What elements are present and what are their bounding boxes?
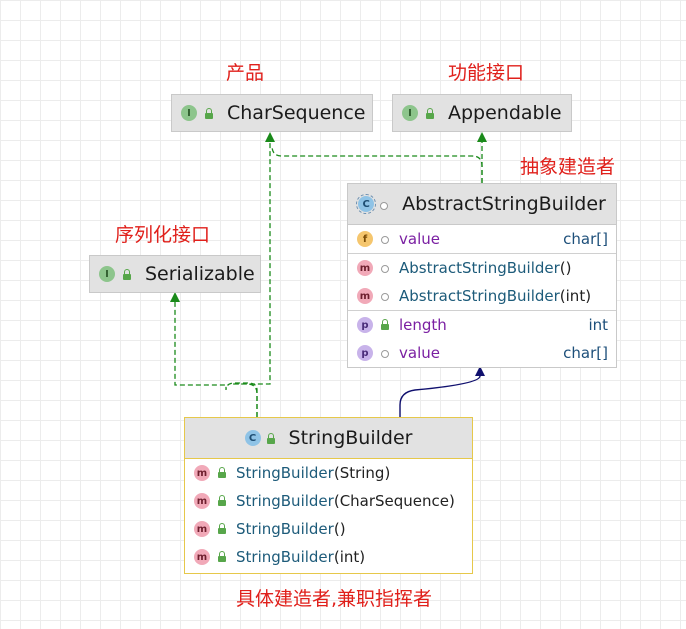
constructor-row[interactable]: m StringBuilder(int)	[185, 543, 472, 571]
class-name: StringBuilder	[288, 427, 413, 449]
public-lock-icon	[381, 316, 389, 334]
method-badge-icon: m	[194, 493, 210, 509]
public-lock-icon	[218, 520, 226, 538]
method-params-open: (	[333, 492, 340, 510]
interface-charsequence[interactable]: I CharSequence	[171, 94, 373, 132]
property-name: value	[399, 344, 440, 362]
method-params-close: )	[339, 520, 346, 538]
method-params: int	[565, 287, 586, 305]
property-row[interactable]: p length int	[348, 311, 616, 339]
constructors-section: m StringBuilder(String) m StringBuilder(…	[185, 459, 472, 573]
constructor-row[interactable]: m StringBuilder(String)	[185, 459, 472, 487]
interface-badge-icon: I	[181, 105, 197, 121]
field-name: value	[399, 230, 440, 248]
method-params-close: )	[359, 548, 366, 566]
interface-name: Serializable	[145, 263, 255, 285]
methods-section: m AbstractStringBuilder() m AbstractStri…	[348, 254, 616, 311]
method-badge-icon: m	[194, 465, 210, 481]
stringbuilder-implements-serializable-line	[174, 302, 258, 417]
property-type: int	[588, 316, 608, 334]
package-private-dot-icon	[381, 344, 389, 362]
method-params-close: )	[449, 492, 455, 510]
interface-badge-icon: I	[402, 105, 418, 121]
charsequence-arrowhead	[265, 132, 275, 142]
method-badge-icon: m	[194, 521, 210, 537]
method-params-close: )	[565, 259, 572, 277]
annotation-functional-interface: 功能接口	[448, 62, 525, 84]
class-header: C AbstractStringBuilder	[348, 184, 616, 225]
interface-name: CharSequence	[227, 102, 366, 124]
public-lock-icon	[123, 265, 131, 284]
method-name: StringBuilder	[236, 520, 334, 538]
method-params-close: )	[585, 287, 592, 305]
property-badge-icon: p	[357, 317, 373, 333]
package-private-dot-icon	[381, 230, 389, 248]
public-lock-icon	[426, 104, 434, 123]
method-row[interactable]: m AbstractStringBuilder(int)	[348, 282, 616, 310]
property-type: char[]	[563, 344, 608, 362]
method-badge-icon: m	[357, 288, 373, 304]
class-abstractstringbuilder[interactable]: C AbstractStringBuilder f value char[] m…	[347, 183, 617, 368]
method-params: int	[339, 548, 360, 566]
property-name: length	[399, 316, 447, 334]
abstractstringbuilder-arrowhead	[475, 366, 485, 376]
interface-name: Appendable	[448, 102, 562, 124]
final-class-badge-icon: C	[244, 430, 261, 446]
method-badge-icon: m	[357, 260, 373, 276]
properties-section: p length int p value char[]	[348, 311, 616, 367]
property-row[interactable]: p value char[]	[348, 339, 616, 367]
class-stringbuilder[interactable]: C StringBuilder m StringBuilder(String) …	[184, 417, 473, 574]
method-name: StringBuilder	[236, 548, 334, 566]
annotation-product: 产品	[226, 62, 265, 84]
interface-serializable[interactable]: I Serializable	[89, 255, 261, 293]
method-name: StringBuilder	[236, 464, 334, 482]
class-name: AbstractStringBuilder	[402, 193, 606, 215]
public-lock-icon	[205, 104, 213, 123]
constructor-row[interactable]: m StringBuilder(CharSequence)	[185, 487, 472, 515]
property-badge-icon: p	[357, 345, 373, 361]
method-params-close: )	[384, 464, 391, 482]
method-row[interactable]: m AbstractStringBuilder()	[348, 254, 616, 282]
abstractstringbuilder-implements-charsequence-line	[271, 145, 483, 183]
stringbuilder-extends-abstractstringbuilder-line	[399, 375, 481, 417]
method-params: CharSequence	[339, 492, 450, 510]
public-lock-icon	[218, 548, 226, 566]
appendable-arrowhead	[477, 132, 487, 142]
method-name: AbstractStringBuilder	[399, 287, 560, 305]
method-params-open: (	[333, 520, 340, 538]
constructor-row[interactable]: m StringBuilder()	[185, 515, 472, 543]
method-params-open: (	[559, 287, 566, 305]
package-private-dot-icon	[381, 287, 389, 305]
public-lock-icon	[266, 429, 275, 448]
method-params: String	[339, 464, 385, 482]
method-params-open: (	[333, 464, 340, 482]
method-name: StringBuilder	[236, 492, 334, 510]
public-lock-icon	[218, 492, 226, 510]
field-badge-icon: f	[357, 231, 373, 247]
method-params-open: (	[559, 259, 566, 277]
stringbuilder-implements-charsequence-line	[232, 142, 271, 417]
abstract-class-badge-icon: C	[356, 194, 377, 214]
fields-section: f value char[]	[348, 225, 616, 254]
method-params-open: (	[333, 548, 340, 566]
class-header: C StringBuilder	[185, 418, 472, 459]
field-row[interactable]: f value char[]	[348, 225, 616, 253]
method-name: AbstractStringBuilder	[399, 259, 560, 277]
package-private-dot-icon	[381, 259, 389, 277]
interface-badge-icon: I	[99, 266, 115, 282]
package-private-dot-icon	[380, 195, 389, 214]
interface-appendable[interactable]: I Appendable	[392, 94, 572, 132]
serializable-arrowhead	[170, 292, 180, 302]
public-lock-icon	[218, 464, 226, 482]
field-type: char[]	[563, 230, 608, 248]
annotation-concrete-builder: 具体建造者,兼职指挥者	[236, 588, 433, 610]
annotation-serializable-interface: 序列化接口	[115, 224, 211, 246]
annotation-abstract-builder: 抽象建造者	[520, 156, 616, 178]
method-badge-icon: m	[194, 549, 210, 565]
